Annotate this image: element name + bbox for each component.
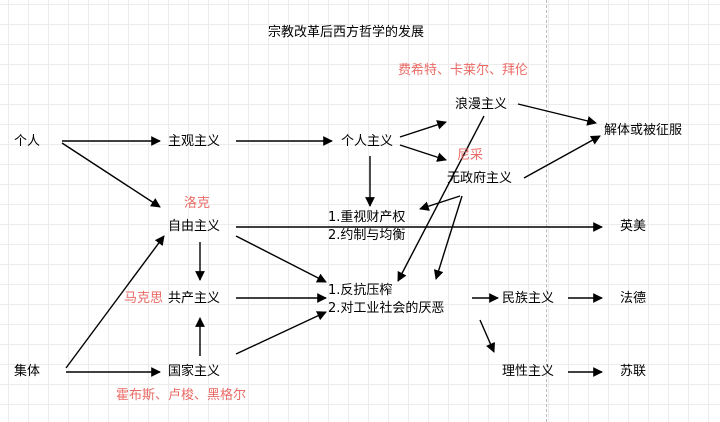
note-locke: 洛克 <box>184 196 211 211</box>
edge-guojia-resist <box>235 311 327 355</box>
note-fichte: 费希特、卡莱尔、拜伦 <box>398 63 529 78</box>
note-marx: 马克思 <box>124 291 164 306</box>
edge-langman-jieti <box>517 103 597 126</box>
edge-gerenzhuyi-wuzhengfu <box>399 144 447 162</box>
node-ziyou[interactable]: 自由主义 <box>168 219 221 234</box>
node-geren[interactable]: 个人 <box>14 134 41 149</box>
node-wuzhengfu[interactable]: 无政府主义 <box>447 171 513 186</box>
node-resist[interactable]: 1.反抗压榨 2.对工业社会的厌恶 <box>328 282 444 318</box>
property-line-1: 1.重视财产权 <box>328 210 406 225</box>
node-gerenzhuyi[interactable]: 个人主义 <box>341 134 394 149</box>
node-langman[interactable]: 浪漫主义 <box>455 97 508 112</box>
edge-gerenzhuyi-langman <box>399 120 447 138</box>
edge-wuzhengfu-jieti <box>523 135 601 179</box>
resist-line-1: 1.反抗压榨 <box>328 283 393 298</box>
edge-geren-ziyou <box>61 142 161 208</box>
node-fade[interactable]: 法德 <box>620 291 647 306</box>
node-zhuguan[interactable]: 主观主义 <box>168 134 221 149</box>
node-sulian[interactable]: 苏联 <box>620 364 647 379</box>
node-guojia[interactable]: 国家主义 <box>168 364 221 379</box>
diagram-title: 宗教改革后西方哲学的发展 <box>268 25 425 40</box>
note-hobbes: 霍布斯、卢梭、黑格尔 <box>116 388 247 403</box>
edge-langman-resist <box>397 115 485 282</box>
edge-ziyou-resist <box>235 235 327 283</box>
resist-line-2: 2.对工业社会的厌恶 <box>328 301 445 316</box>
node-jiti[interactable]: 集体 <box>14 364 41 379</box>
edge-resist-lixing <box>479 319 495 353</box>
property-line-2: 2.约制与均衡 <box>328 228 406 243</box>
node-lixing[interactable]: 理性主义 <box>502 364 555 379</box>
edge-wuzhengfu-resist <box>433 195 463 280</box>
node-property[interactable]: 1.重视财产权 2.约制与均衡 <box>328 209 405 245</box>
node-jieti[interactable]: 解体或被征服 <box>604 123 683 138</box>
edge-jiti-ziyou <box>65 235 165 369</box>
dashed-page-guide <box>546 0 547 422</box>
note-nietzsche: 尼采 <box>457 148 484 163</box>
edge-wuzhengfu-property <box>419 195 461 211</box>
node-gongchan[interactable]: 共产主义 <box>168 291 221 306</box>
node-yingmei[interactable]: 英美 <box>620 219 647 234</box>
node-minzu[interactable]: 民族主义 <box>502 291 555 306</box>
